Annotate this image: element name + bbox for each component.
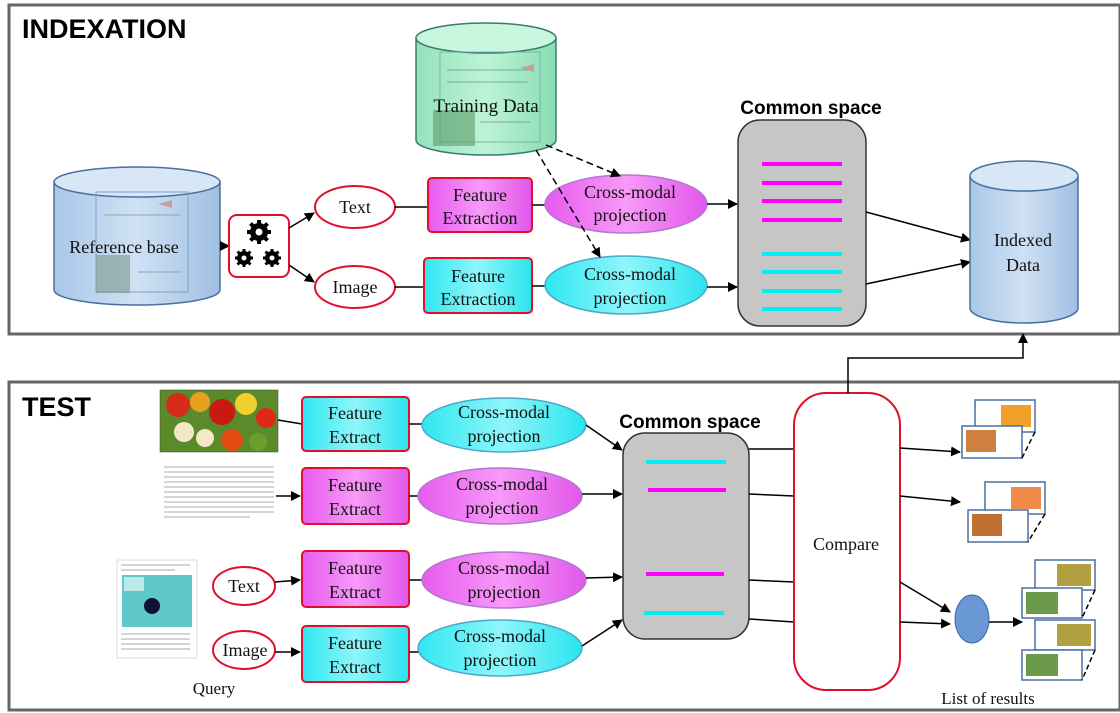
test-cross-modal-1-line1: Cross-modal [458, 402, 550, 422]
test-cross-modal-4-line2: projection [464, 650, 537, 670]
feature-extraction-image-line1: Feature [451, 266, 505, 286]
reference-base-label: Reference base [69, 237, 178, 257]
image-node-label: Image [333, 277, 378, 297]
test-feature-extract-2-line1: Feature [328, 475, 382, 495]
result-group-1 [961, 399, 1036, 459]
test-cross-modal-3-line1: Cross-modal [458, 558, 550, 578]
test-feature-extract-3-line2: Extract [329, 582, 381, 602]
text-node-label: Text [339, 197, 371, 217]
test-feature-extract-3-line1: Feature [328, 558, 382, 578]
dashed-arrow-training-to-text [545, 144, 621, 178]
indexed-data-line1: Indexed [994, 230, 1052, 250]
common-space-test-lines [644, 460, 726, 615]
test-cross-modal-4-line1: Cross-modal [454, 626, 546, 646]
cross-modal-text-line2: projection [594, 205, 667, 225]
common-space-box-test [622, 432, 750, 640]
test-cross-modal-1-line2: projection [468, 426, 541, 446]
dashed-arrow-training-to-image [535, 149, 601, 258]
test-cross-modal-3-line2: projection [468, 582, 541, 602]
test-cross-modal-2 [417, 467, 583, 525]
common-space-box-indexation [737, 119, 867, 327]
common-space-title-indexation: Common space [740, 98, 881, 119]
test-feature-extract-4-line2: Extract [329, 657, 381, 677]
arrow-compare-to-indexed [847, 333, 1028, 393]
query-document-image [116, 559, 198, 659]
compare-box [793, 392, 901, 691]
compare-label: Compare [813, 534, 879, 554]
test-feature-extract-1-line1: Feature [328, 403, 382, 423]
common-space-indexation-lines [762, 162, 842, 311]
test-cross-modal-2-line1: Cross-modal [456, 474, 548, 494]
test-feature-extract-2-line2: Extract [329, 499, 381, 519]
text-document-image [160, 462, 278, 524]
test-feature-extract-1-line2: Extract [329, 427, 381, 447]
query-label: Query [193, 679, 236, 698]
gears-icon [235, 220, 281, 267]
merge-node [954, 594, 990, 644]
indexed-data-line2: Data [1006, 255, 1040, 275]
test-cross-modal-3 [421, 551, 587, 609]
feature-extraction-text-line1: Feature [453, 185, 507, 205]
test-feature-extract-4 [301, 625, 410, 683]
result-group-2 [967, 481, 1046, 543]
indexed-data-cylinder [969, 160, 1079, 324]
test-cross-modal-4 [417, 619, 583, 677]
test-panel [7, 380, 1120, 712]
test-image-node [212, 630, 276, 670]
arrow-gears-to-image [288, 264, 315, 283]
test-image-node-label: Image [223, 640, 268, 660]
list-of-results-label: List of results [941, 689, 1035, 708]
test-text-node-label: Text [228, 576, 260, 596]
reference-base-cylinder [53, 166, 221, 306]
feature-extraction-text-line2: Extraction [443, 208, 518, 228]
test-feature-extract-3 [301, 550, 410, 608]
arrow-gears-to-text [288, 212, 315, 229]
feature-extraction-image-line2: Extraction [441, 289, 516, 309]
training-data-label: Training Data [433, 96, 539, 117]
cross-modal-image-ellipse [544, 255, 708, 315]
test-title: TEST [22, 392, 92, 422]
cross-modal-image-line1: Cross-modal [584, 264, 676, 284]
indexation-title: INDEXATION [22, 14, 187, 44]
vegetables-image [159, 389, 279, 453]
test-text-node [212, 566, 276, 606]
training-data-cylinder [415, 22, 557, 156]
cross-modal-text-line1: Cross-modal [584, 182, 676, 202]
result-group-3 [1021, 559, 1096, 681]
test-feature-extract-4-line1: Feature [328, 633, 382, 653]
common-space-title-test: Common space [619, 412, 760, 433]
cross-modal-image-line2: projection [594, 288, 667, 308]
indexation-panel [7, 3, 1120, 336]
test-cross-modal-2-line2: projection [466, 498, 539, 518]
